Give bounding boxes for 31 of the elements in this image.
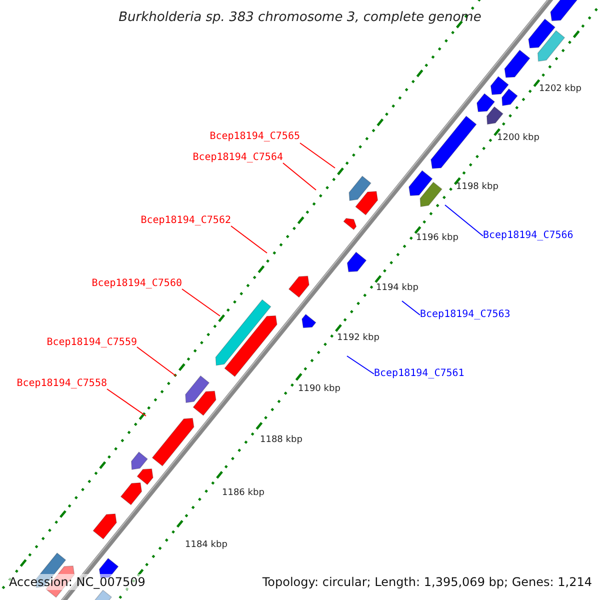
gene-label: Bcep18194_C7561 — [374, 367, 464, 381]
leader-line — [300, 142, 336, 168]
gene-label: Bcep18194_C7559 — [46, 336, 137, 350]
leader-line — [182, 288, 220, 316]
leader-line — [136, 346, 176, 376]
scale-label: 1190 kbp — [298, 384, 340, 395]
scale-label: 1196 kbp — [416, 233, 458, 244]
scale-label: 1186 kbp — [222, 488, 264, 499]
scale-label: 1188 kbp — [260, 435, 302, 446]
leader-line — [230, 226, 268, 254]
leader-line — [444, 204, 484, 236]
gene-label: Bcep18194_C7562 — [140, 214, 231, 228]
gene-label: Bcep18194_C7563 — [420, 308, 510, 322]
gene-label: Bcep18194_C7564 — [192, 151, 283, 165]
leader-line — [282, 162, 316, 190]
leader-line — [346, 356, 374, 374]
footer-note: Accession: NC_007509 — [9, 574, 146, 590]
gene-label: Bcep18194_C7566 — [483, 229, 574, 243]
gene-label: Bcep18194_C7560 — [92, 277, 182, 291]
footer-note: Topology: circular; Length: 1,395,069 bp; Genes: 1,214 — [262, 574, 592, 590]
scale-label: 1198 kbp — [456, 182, 498, 193]
leader-line — [106, 388, 146, 416]
scale-label: 1192 kbp — [337, 333, 380, 344]
scale-label: 1200 kbp — [497, 133, 540, 144]
leader-line — [402, 300, 420, 316]
scale-label: 1202 kbp — [539, 84, 582, 95]
scale-label: 1194 kbp — [376, 283, 418, 294]
gene-label: Bcep18194_C7558 — [16, 377, 107, 391]
gene-label: Bcep18194_C7565 — [210, 130, 300, 144]
scale-label: 1184 kbp — [185, 540, 228, 551]
diagram-title: Burkholderia sp. 383 chromosome 3, complete genome — [118, 9, 482, 27]
